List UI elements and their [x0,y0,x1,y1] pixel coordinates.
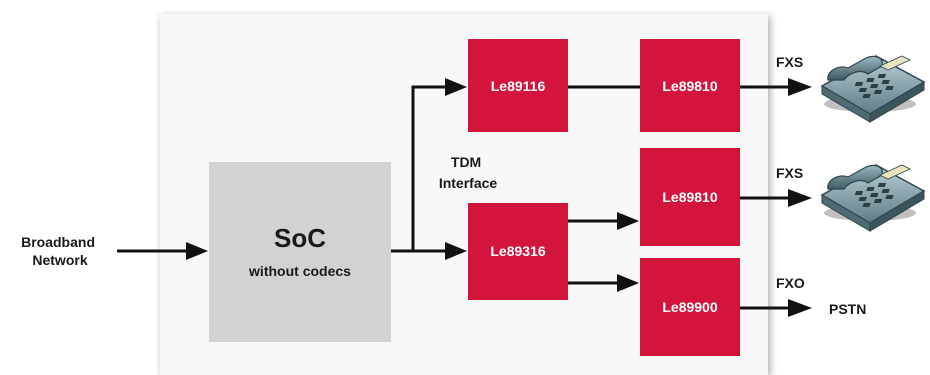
tdm-interface-label: TDM Interface [439,154,498,191]
chip-le89316 [468,203,568,300]
broadband-network-label: Broadband Network [21,234,99,268]
arrowhead-le89316-in [445,242,467,260]
telephone-icon [820,164,926,232]
soc-subtitle: without codecs [248,263,351,279]
arrowhead-le89116-in [445,78,467,96]
arrowhead-fxo-out [788,299,812,317]
arrowheads [186,78,812,317]
pstn-label: PSTN [829,301,866,317]
soc-title: SoC [274,223,326,253]
chip-le89316-label: Le89316 [490,243,545,259]
arrowhead-le89900-in [617,274,639,292]
chip-le89900-label: Le89900 [662,299,717,315]
arrowhead-fxs-1-out [788,78,812,96]
chip-le89810-mid-label: Le89810 [662,189,717,205]
chip-le89810-top-label: Le89810 [662,78,717,94]
arrowhead-soc-in [186,242,208,260]
arrowhead-le89810-mid-in [617,212,639,230]
telephone-icon [820,55,926,123]
connector-lines [117,85,792,310]
fxs-label-1: FXS [776,54,803,70]
chip-le89900 [640,258,740,356]
chip-le89810-mid [640,148,740,246]
arrowhead-fxs-2-out [788,189,812,207]
fxo-label: FXO [776,275,805,291]
chip-le89810-top [640,39,740,132]
fxs-label-2: FXS [776,165,803,181]
chip-le89116-label: Le89116 [491,78,546,94]
chip-le89116 [468,39,568,132]
soc-block [209,162,391,342]
